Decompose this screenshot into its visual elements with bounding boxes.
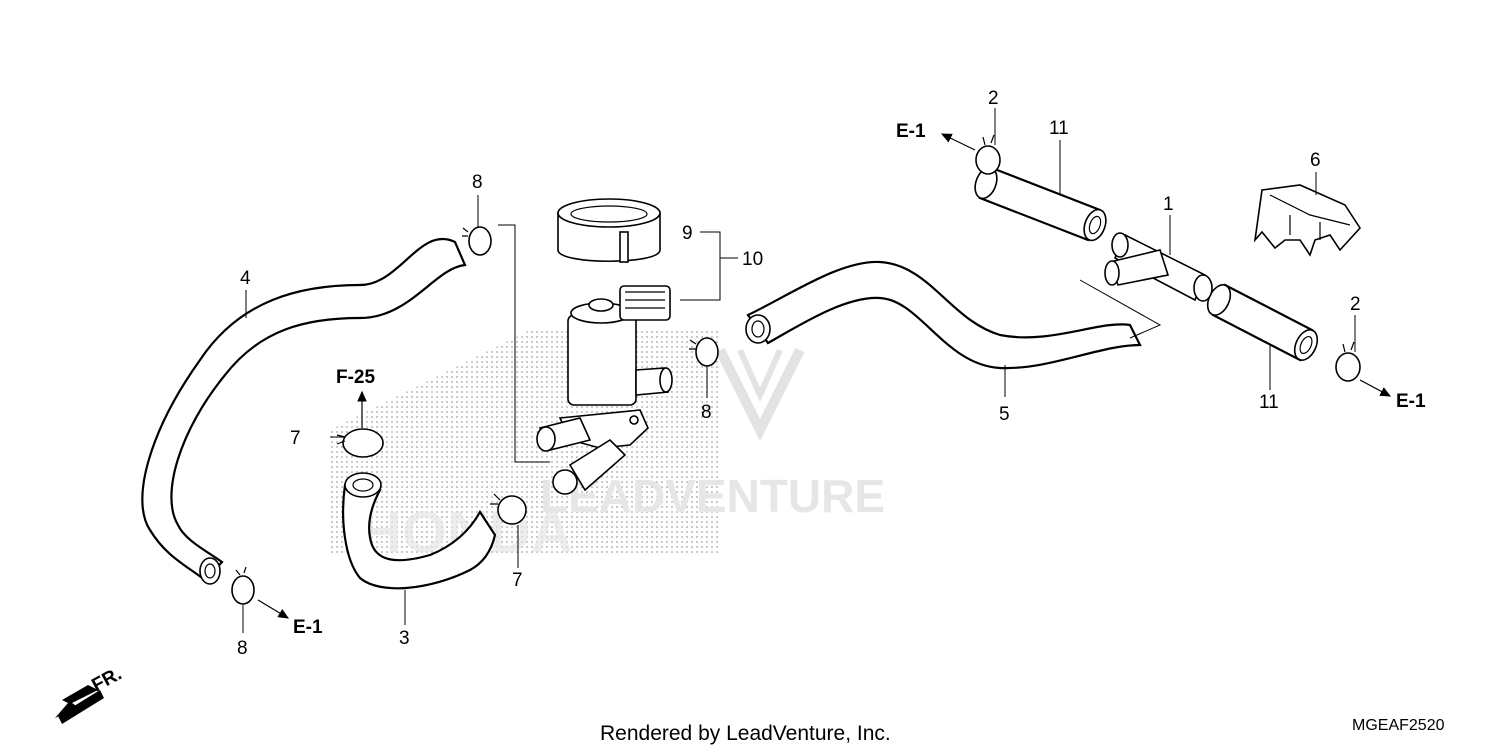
part-label-8c: 8 (701, 402, 712, 423)
part-label-9: 9 (682, 223, 693, 244)
hose-4[interactable] (141, 238, 467, 585)
part-label-5: 5 (999, 404, 1010, 425)
reference-arrows (257, 133, 1392, 619)
part-label-8b: 8 (237, 638, 248, 659)
ref-e1-bottom-left: E-1 (293, 617, 323, 638)
clamp-2-upper[interactable] (975, 134, 1001, 175)
clamp-8-top[interactable] (462, 226, 492, 256)
diagram-code: MGEAF2520 (1352, 717, 1445, 734)
ref-f25: F-25 (336, 367, 376, 388)
clamp-2-lower[interactable] (1335, 341, 1361, 382)
part-label-2b: 2 (1350, 294, 1361, 315)
front-direction-indicator: FR. (55, 664, 125, 724)
part-labels: 1 2 2 3 4 5 6 7 7 8 8 8 9 10 11 11 (237, 88, 1361, 659)
part-label-6: 6 (1310, 150, 1321, 171)
part-label-10: 10 (742, 249, 763, 270)
band-9[interactable] (557, 198, 661, 263)
leader-lines (242, 108, 1356, 633)
part-label-3: 3 (399, 628, 410, 649)
tee-joint-1[interactable] (1104, 232, 1213, 302)
hose-5[interactable] (745, 260, 1142, 370)
part-label-8a: 8 (472, 172, 483, 193)
part-label-11a: 11 (1049, 118, 1069, 139)
hose-11-upper[interactable] (971, 165, 1110, 244)
hose-11-lower[interactable] (1203, 281, 1322, 363)
reference-labels: E-1 E-1 E-1 F-25 (293, 121, 1426, 638)
ref-e1-top-left: E-1 (896, 121, 926, 142)
part-label-4: 4 (240, 268, 251, 289)
part-label-2a: 2 (988, 88, 999, 109)
clamp-7-lower[interactable] (490, 493, 527, 525)
clip-6[interactable] (1253, 184, 1362, 257)
clamp-8-bottom[interactable] (231, 566, 255, 605)
part-label-7a: 7 (290, 428, 301, 449)
ref-e1-right: E-1 (1396, 391, 1426, 412)
part-label-7b: 7 (512, 570, 523, 591)
footer-rendered-by: Rendered by LeadVenture, Inc. (600, 722, 891, 745)
hose-3[interactable] (342, 472, 497, 590)
part-label-11b: 11 (1259, 392, 1279, 413)
part-label-1: 1 (1163, 194, 1174, 215)
solenoid-valve-10[interactable] (536, 285, 673, 495)
clamp-8-middle[interactable] (689, 337, 719, 367)
